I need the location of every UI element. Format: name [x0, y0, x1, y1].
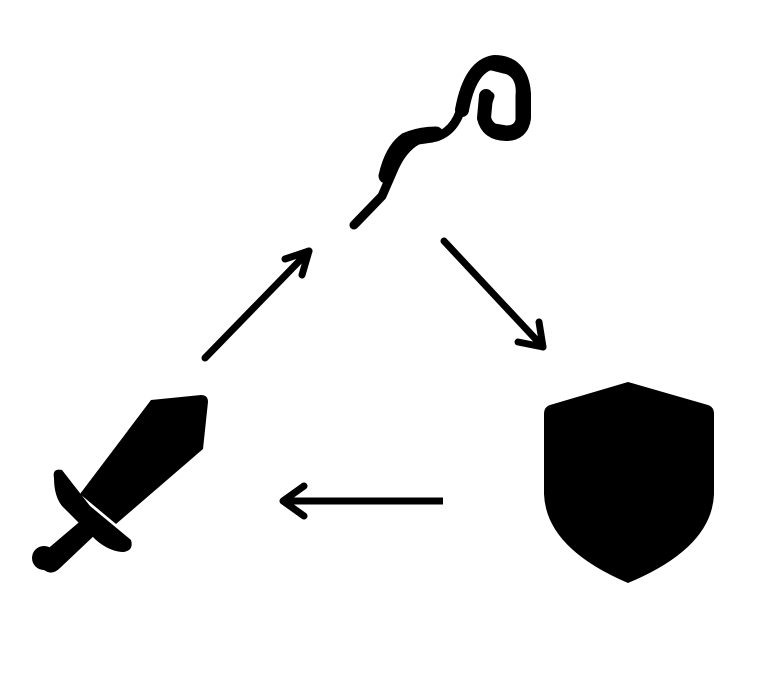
sword-icon — [32, 395, 208, 573]
arrow-shield-to-sword — [279, 482, 443, 520]
staff-shaft — [349, 61, 525, 230]
arrow-staff-to-shield — [440, 237, 547, 351]
sword-pommel — [32, 546, 56, 570]
staff-knot — [378, 126, 444, 184]
shield-body — [544, 382, 714, 583]
sword-blade — [80, 395, 208, 524]
edges — [201, 237, 547, 520]
shield-icon — [544, 382, 714, 583]
arrow-sword-to-staff — [201, 247, 313, 362]
wizard-staff-icon — [349, 55, 531, 230]
sword-crossguard — [53, 469, 132, 552]
staff-curl — [455, 55, 531, 141]
